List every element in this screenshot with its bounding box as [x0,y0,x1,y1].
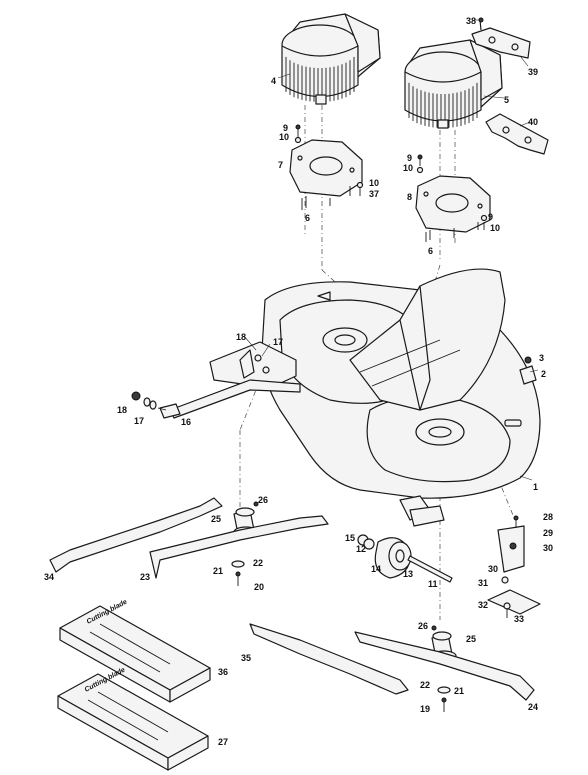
part-label-l40: 40 [528,117,538,127]
part-label-l10d: 10 [490,223,500,233]
roller-assembly [357,534,453,583]
part-label-l17a: 17 [273,337,283,347]
part-label-l26a: 26 [258,495,268,505]
part-label-l21b: 21 [454,686,464,696]
part-label-l9a: 9 [283,123,288,133]
motor-right [404,39,503,129]
part-label-l26b: 26 [418,621,428,631]
part-label-l38: 38 [466,16,476,26]
part-label-l22a: 22 [253,558,263,568]
part-label-l12: 12 [356,544,366,554]
part-label-l39: 39 [528,67,538,77]
blades [49,497,535,701]
part-label-l30b: 30 [488,564,498,574]
part-label-l14: 14 [371,564,381,574]
part-label-l31: 31 [478,578,488,588]
discharge-chute [349,268,506,411]
part-label-l25a: 25 [211,514,221,524]
part-label-l18a: 18 [236,332,246,342]
part-label-l2: 2 [541,369,546,379]
bracket-31 [487,576,541,618]
part-label-l33: 33 [514,614,524,624]
part-label-l19: 19 [420,704,430,714]
part-label-l8: 8 [407,192,412,202]
part-label-l35: 35 [241,653,251,663]
part-label-l29: 29 [543,528,553,538]
bracket-29 [497,515,525,573]
bracket-39 [471,17,531,59]
part-label-l11: 11 [428,579,438,589]
part-label-l22b: 22 [420,680,430,690]
part-label-l9b: 9 [407,153,412,163]
hub-washers [231,560,451,712]
part-label-l24: 24 [528,702,538,712]
part-label-l7: 7 [278,160,283,170]
part-label-l10c: 10 [369,178,379,188]
motor-left [281,13,381,105]
part-label-l21a: 21 [213,566,223,576]
lift-arm [159,341,301,419]
part-label-l13: 13 [403,569,413,579]
part-label-l32: 32 [478,600,488,610]
washers-17-18 [131,391,167,411]
screws-group [294,124,488,242]
part-label-l28: 28 [543,512,553,522]
plate-8 [415,175,491,233]
part-label-l9c: 9 [488,212,493,222]
blade-box-36 [59,605,211,703]
part-label-l10a: 10 [279,132,289,142]
leader-lines [243,19,539,481]
part-label-l5: 5 [504,95,509,105]
part-label-l17b: 17 [134,416,144,426]
part-label-l6b: 6 [428,246,433,256]
part-label-l36: 36 [218,667,228,677]
part-label-l4: 4 [271,76,276,86]
part-label-l3: 3 [539,353,544,363]
part-label-l30a: 30 [543,543,553,553]
part-label-l37: 37 [369,189,379,199]
plate-7 [289,139,363,197]
pivot-2-3 [519,356,537,385]
part-label-l10b: 10 [403,163,413,173]
part-label-l6a: 6 [305,213,310,223]
part-label-l23: 23 [140,572,150,582]
part-label-l25b: 25 [466,634,476,644]
part-label-l1: 1 [533,482,538,492]
part-label-l16: 16 [181,417,191,427]
bracket-40 [485,113,549,155]
part-label-l20: 20 [254,582,264,592]
part-label-l34: 34 [44,572,54,582]
part-label-l27: 27 [218,737,228,747]
part-label-l15: 15 [345,533,355,543]
part-number-labels: 1 2 3 4 5 6 6 7 8 9 9 9 10 10 10 10 11 1… [44,16,553,747]
blade-box-27 [57,673,209,771]
part-label-l18b: 18 [117,405,127,415]
